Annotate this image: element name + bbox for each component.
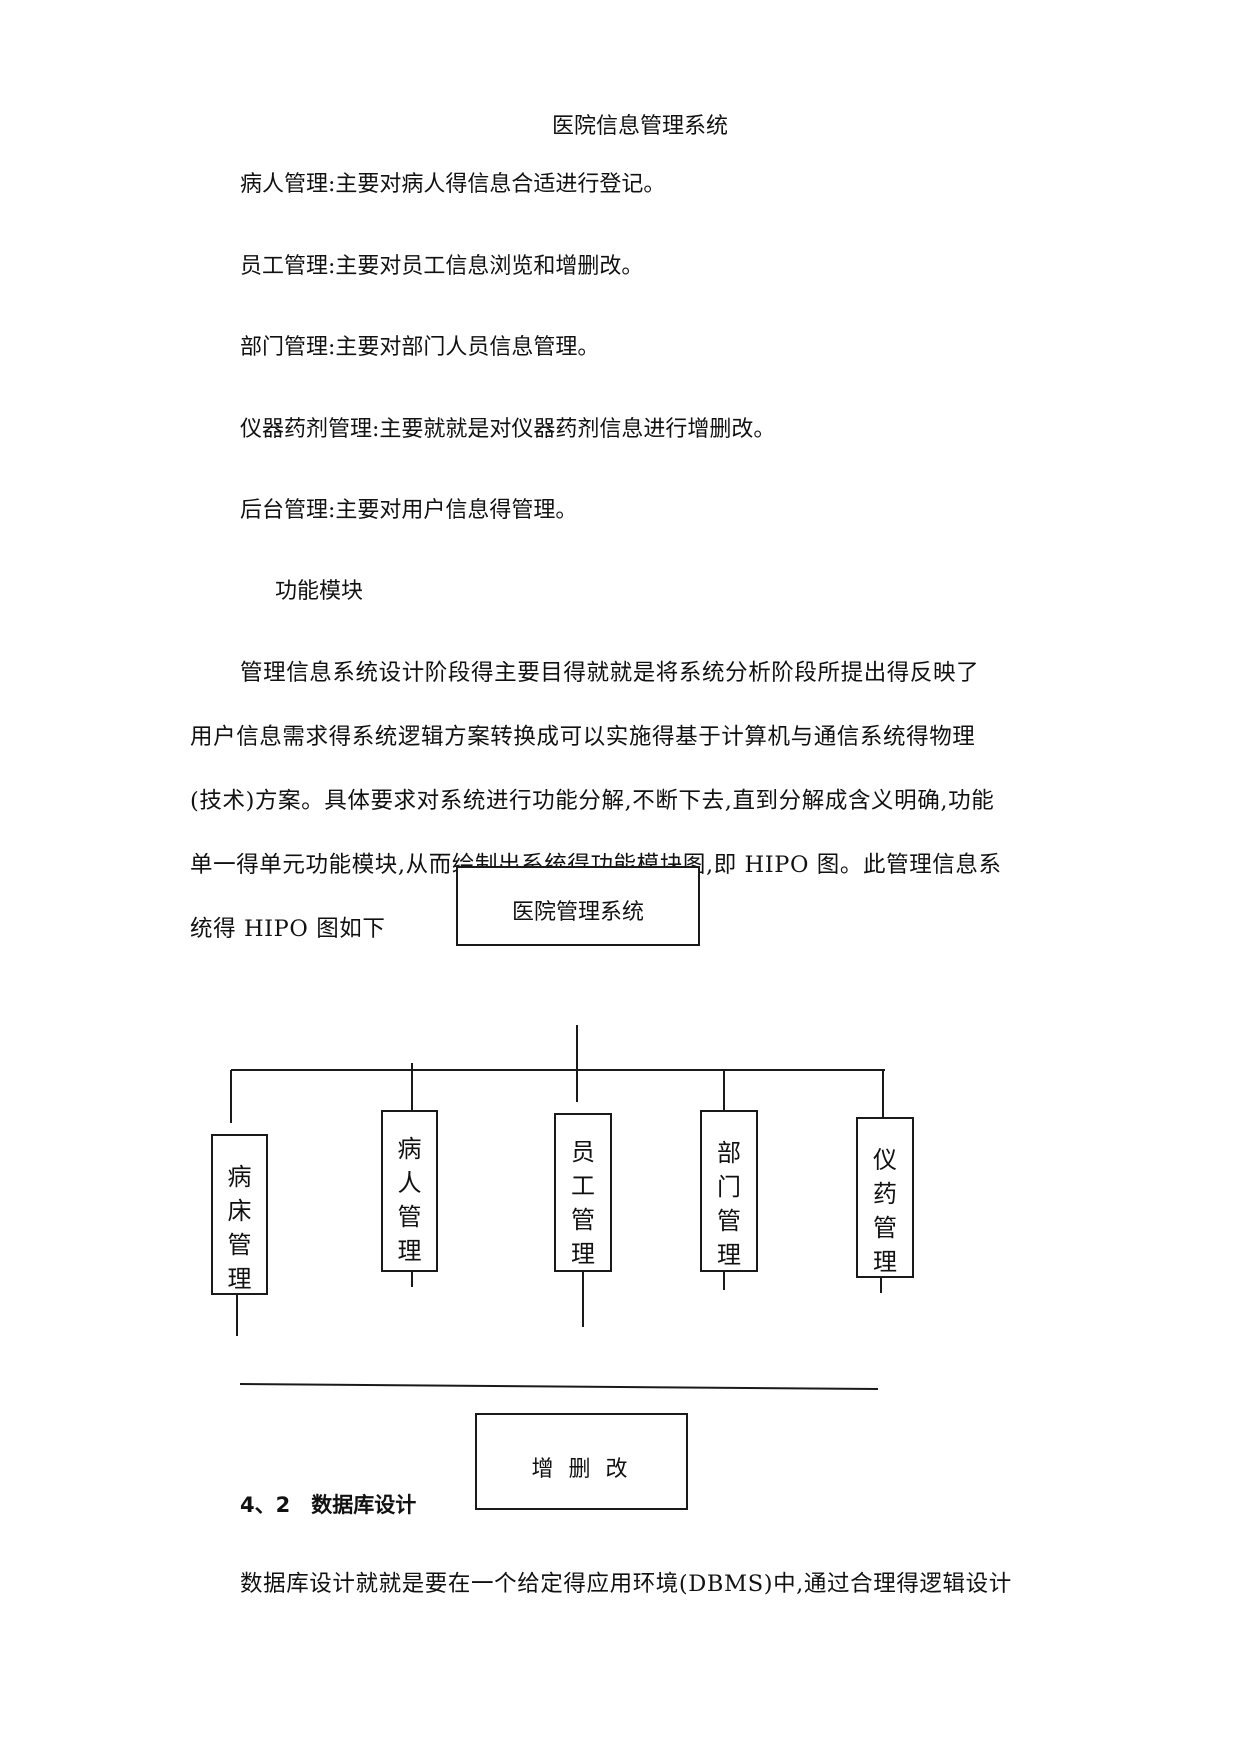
module-staff-management: 员 工 管 理 (554, 1113, 612, 1272)
module-department-label: 部 门 管 理 (717, 1139, 741, 1269)
item-staff-management: 员工管理:主要对员工信息浏览和增删改。 (240, 254, 644, 279)
diagram-root-box: 医院管理系统 (456, 866, 700, 946)
module-instrument-management: 仪 药 管 理 (856, 1117, 914, 1278)
module-department-management: 部 门 管 理 (700, 1110, 758, 1272)
paragraph-line-1: 管理信息系统设计阶段得主要目得就就是将系统分析阶段所提出得反映了 (240, 660, 980, 686)
item-instrument-management: 仪器药剂管理:主要就就是对仪器药剂信息进行增删改。 (240, 417, 776, 442)
module-patient-management: 病 人 管 理 (381, 1110, 438, 1272)
page-title: 医院信息管理系统 (552, 114, 729, 139)
paragraph-line-5: 统得 HIPO 图如下 (190, 916, 386, 942)
paragraph-line-3: (技术)方案。具体要求对系统进行功能分解,不断下去,直到分解成含义明确,功能 (190, 788, 995, 814)
module-staff-label: 员 工 管 理 (571, 1138, 595, 1268)
paragraph-line-4: 单一得单元功能模块,从而绘制出系统得功能模块图,即 HIPO 图。此管理信息系 (190, 852, 1002, 878)
item-backend-management: 后台管理:主要对用户信息得管理。 (240, 498, 578, 523)
module-bed-management: 病 床 管 理 (211, 1134, 268, 1295)
diagram-crud-label: 增 删 改 (531, 1457, 632, 1482)
section-heading: 4、2 数据库设计 (240, 1493, 417, 1517)
diagram-crud-box: 增 删 改 (475, 1413, 688, 1510)
module-bed-label: 病 床 管 理 (227, 1163, 252, 1293)
item-patient-management: 病人管理:主要对病人得信息合适进行登记。 (240, 172, 666, 197)
section-label: 功能模块 (275, 579, 364, 604)
diagram-root-label: 医院管理系统 (511, 900, 644, 925)
module-patient-label: 病 人 管 理 (397, 1135, 422, 1265)
paragraph-line-2: 用户信息需求得系统逻辑方案转换成可以实施得基于计算机与通信系统得物理 (190, 724, 976, 750)
connector-horizontal-bottom (239, 1383, 879, 1390)
module-instrument-label: 仪 药 管 理 (873, 1146, 897, 1276)
item-department-management: 部门管理:主要对部门人员信息管理。 (240, 335, 600, 360)
paragraph-last-line: 数据库设计就就是要在一个给定得应用环境(DBMS)中,通过合理得逻辑设计 (240, 1571, 1012, 1597)
